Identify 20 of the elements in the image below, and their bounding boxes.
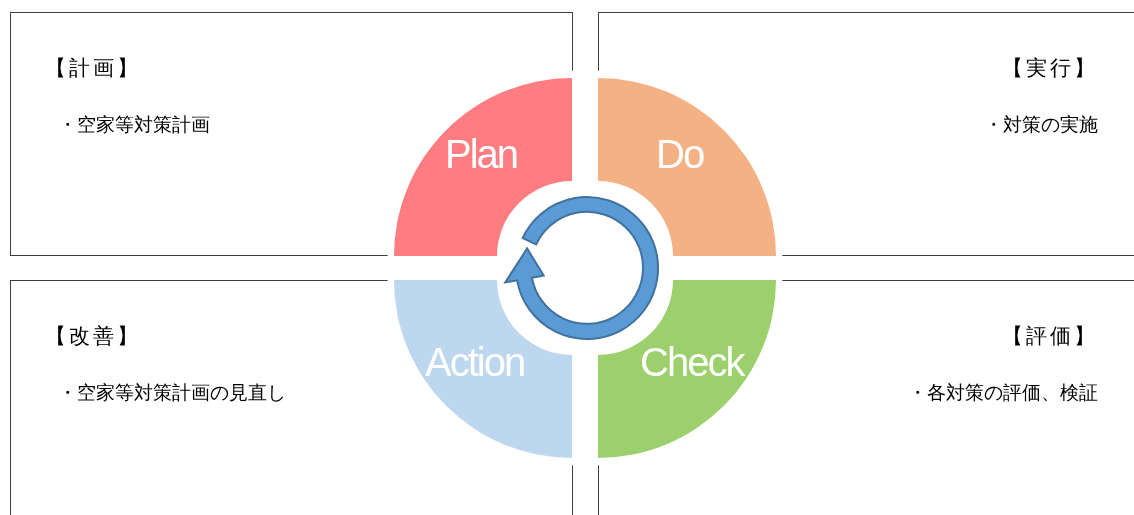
quadrant-sector — [598, 280, 776, 458]
box-heading: 【評価】 — [1002, 323, 1098, 350]
box-heading: 【実行】 — [1002, 55, 1098, 82]
phase-label: Do — [656, 132, 704, 177]
bullet-text: ・対策の実施 — [984, 112, 1098, 137]
bullet-text: ・空家等対策計画 — [58, 112, 210, 137]
quadrant-sector — [394, 78, 572, 256]
box-heading: 【改善】 — [45, 323, 141, 350]
text-box — [10, 280, 573, 515]
text-box — [10, 12, 573, 256]
phase-label: Action — [425, 340, 525, 385]
bullet-text: ・空家等対策計画の見直し — [58, 380, 286, 405]
phase-label: Plan — [445, 132, 518, 177]
phase-label: Check — [640, 340, 744, 385]
bullet-text: ・各対策の評価、検証 — [908, 380, 1098, 405]
text-box — [598, 280, 1134, 515]
text-box — [598, 12, 1134, 256]
quadrant-sector — [394, 280, 572, 458]
quadrant-sector — [598, 78, 776, 256]
box-heading: 【計画】 — [45, 55, 141, 82]
